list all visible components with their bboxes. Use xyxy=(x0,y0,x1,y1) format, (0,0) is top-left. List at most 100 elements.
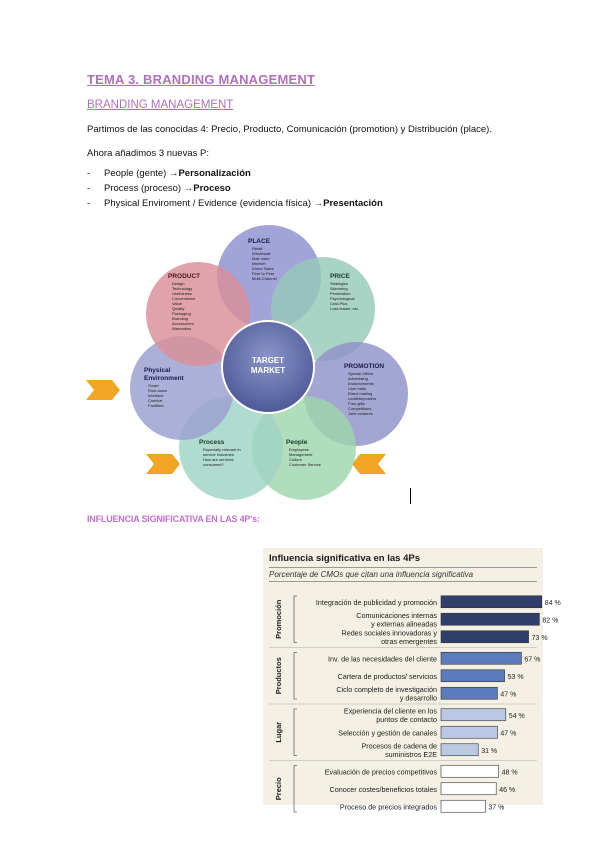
process-item: service industries xyxy=(203,452,234,457)
bar-category-label: Inv. de las necesidades del cliente xyxy=(328,654,437,663)
people-title: People xyxy=(286,439,308,446)
target-market-circle xyxy=(221,320,315,414)
place-item: Direct Sales xyxy=(252,266,274,271)
bar-category-label: puntos de contacto xyxy=(376,715,437,724)
section-heading: BRANDING MANAGEMENT xyxy=(87,99,234,111)
bar-value-label: 73 % xyxy=(532,635,548,642)
bar-category-label: Proceso de precios integrados xyxy=(340,802,437,811)
process-item: How are services xyxy=(203,457,234,462)
product-item: Technology xyxy=(172,286,192,291)
bar-value-label: 48 % xyxy=(502,769,518,776)
group-label: Productos xyxy=(274,657,283,694)
group-bracket xyxy=(293,595,297,643)
bar xyxy=(440,651,522,665)
physical-item: Comfort xyxy=(148,398,163,403)
new-ps-list: -People (gente) → Personalización -Proce… xyxy=(87,168,383,213)
bar xyxy=(440,764,499,778)
promotion-item: Joint ventures xyxy=(348,411,373,416)
chart-subtitle: Porcentaje de CMOs que citan una influen… xyxy=(269,567,537,582)
people-item: Employees xyxy=(289,447,309,452)
influence-chart: Influencia significativa en las 4Ps Porc… xyxy=(263,548,561,813)
bar-category-label: Ciclo completo de investigación xyxy=(336,685,437,694)
place-item: Peer to Peer xyxy=(252,271,275,276)
promotion-item: Free gifts xyxy=(348,401,365,406)
bar-category-label: Evaluación de precios competitivos xyxy=(325,767,438,776)
price-item: Strategies xyxy=(330,281,348,286)
bar-value-label: 47 % xyxy=(500,691,516,698)
bar xyxy=(440,595,543,609)
list-item: -People (gente) → Personalización xyxy=(87,168,251,179)
center-label-line1: TARGET xyxy=(252,356,284,365)
price-item: Cost-Plus xyxy=(330,301,347,306)
bar-value-label: 53 % xyxy=(508,674,524,681)
promotion-item: Endorsements xyxy=(348,381,374,386)
product-item: Usefulness xyxy=(172,291,192,296)
petal-people xyxy=(252,396,356,500)
group-label: Promoción xyxy=(274,599,283,639)
promotion-item: Advertising xyxy=(348,376,368,381)
people-item: Management xyxy=(289,452,313,457)
bar-category-label: Redes sociales innovadoras y xyxy=(342,629,438,638)
product-item: Warranties xyxy=(172,326,191,331)
group-label: Precio xyxy=(274,777,283,800)
price-item: Skimming xyxy=(330,286,348,291)
bar-value-label: 84 % xyxy=(545,600,561,607)
group-bracket xyxy=(293,765,297,813)
group-bracket xyxy=(293,708,297,756)
bar-value-label: 67 % xyxy=(524,656,540,663)
price-title: PRICE xyxy=(330,273,351,280)
product-item: Branding xyxy=(172,316,188,321)
promotion-title: PROMOTION xyxy=(344,363,384,370)
bar-category-label: otras emergentes xyxy=(381,637,437,646)
product-item: Value xyxy=(172,301,183,306)
bar-value-label: 31 % xyxy=(481,748,497,755)
chart-plot: 84 %Integración de publicidad y promoció… xyxy=(269,595,561,813)
left-arrow xyxy=(86,380,120,400)
text-cursor xyxy=(410,488,411,504)
promotion-item: Special Offers xyxy=(348,371,373,376)
bar xyxy=(440,782,497,796)
process-item: consumed? xyxy=(203,462,224,467)
bar-value-label: 54 % xyxy=(509,713,525,720)
bar-category-label: Conocer costes/beneficios totales xyxy=(330,785,438,794)
promotion-item: Competitions xyxy=(348,406,371,411)
product-item: Quality xyxy=(172,306,184,311)
bar-category-label: y externas alineadas xyxy=(371,619,437,628)
bar-value-label: 82 % xyxy=(542,617,558,624)
bar-category-label: Experiencia del cliente en los xyxy=(344,707,437,716)
process-title: Process xyxy=(199,439,225,446)
promotion-item: Leaflets/posters xyxy=(348,396,376,401)
bar xyxy=(440,686,498,700)
price-item: Psychological xyxy=(330,296,355,301)
list-item: -Physical Enviroment / Evidence (evidenc… xyxy=(87,198,383,209)
bar-category-label: y desarrollo xyxy=(400,693,437,702)
bar-category-label: Procesos de cadena de xyxy=(361,742,437,751)
marketing-mix-diagram: TARGET MARKET PLACE Retail Wholesale Mai… xyxy=(86,225,408,500)
physical-title-line2: Environment xyxy=(144,375,185,382)
center-label-line2: MARKET xyxy=(251,366,285,375)
physical-item: Ruin-down xyxy=(148,388,167,393)
bar-category-label: Comunicaciones internas xyxy=(356,611,437,620)
place-item: Multi-Channel xyxy=(252,276,277,281)
bar-category-label: Selección y gestión de canales xyxy=(338,728,437,737)
product-item: Packaging xyxy=(172,311,191,316)
document-title: TEMA 3. BRANDING MANAGEMENT xyxy=(87,72,316,87)
bar xyxy=(440,669,505,683)
price-item: Loss leader, etc. xyxy=(330,306,359,311)
section-heading-4ps: INFLUENCIA SIGNIFICATIVA EN LAS 4P's: xyxy=(87,514,260,524)
chart-title: Influencia significativa en las 4Ps xyxy=(269,553,421,564)
bar-value-label: 46 % xyxy=(499,787,515,794)
petal-product xyxy=(146,262,250,366)
bar xyxy=(440,799,486,813)
intro-paragraph: Partimos de las conocidas 4: Precio, Pro… xyxy=(87,124,492,135)
physical-item: Interface xyxy=(148,393,164,398)
physical-item: Smart xyxy=(148,383,160,388)
promotion-item: Direct mailing xyxy=(348,391,372,396)
bottom-right-arrow xyxy=(352,454,386,474)
bar-value-label: 47 % xyxy=(500,730,516,737)
bar xyxy=(440,708,507,722)
group-label: Lugar xyxy=(274,722,283,743)
bar xyxy=(440,743,479,757)
people-item: Culture xyxy=(289,457,303,462)
bar xyxy=(440,630,529,644)
